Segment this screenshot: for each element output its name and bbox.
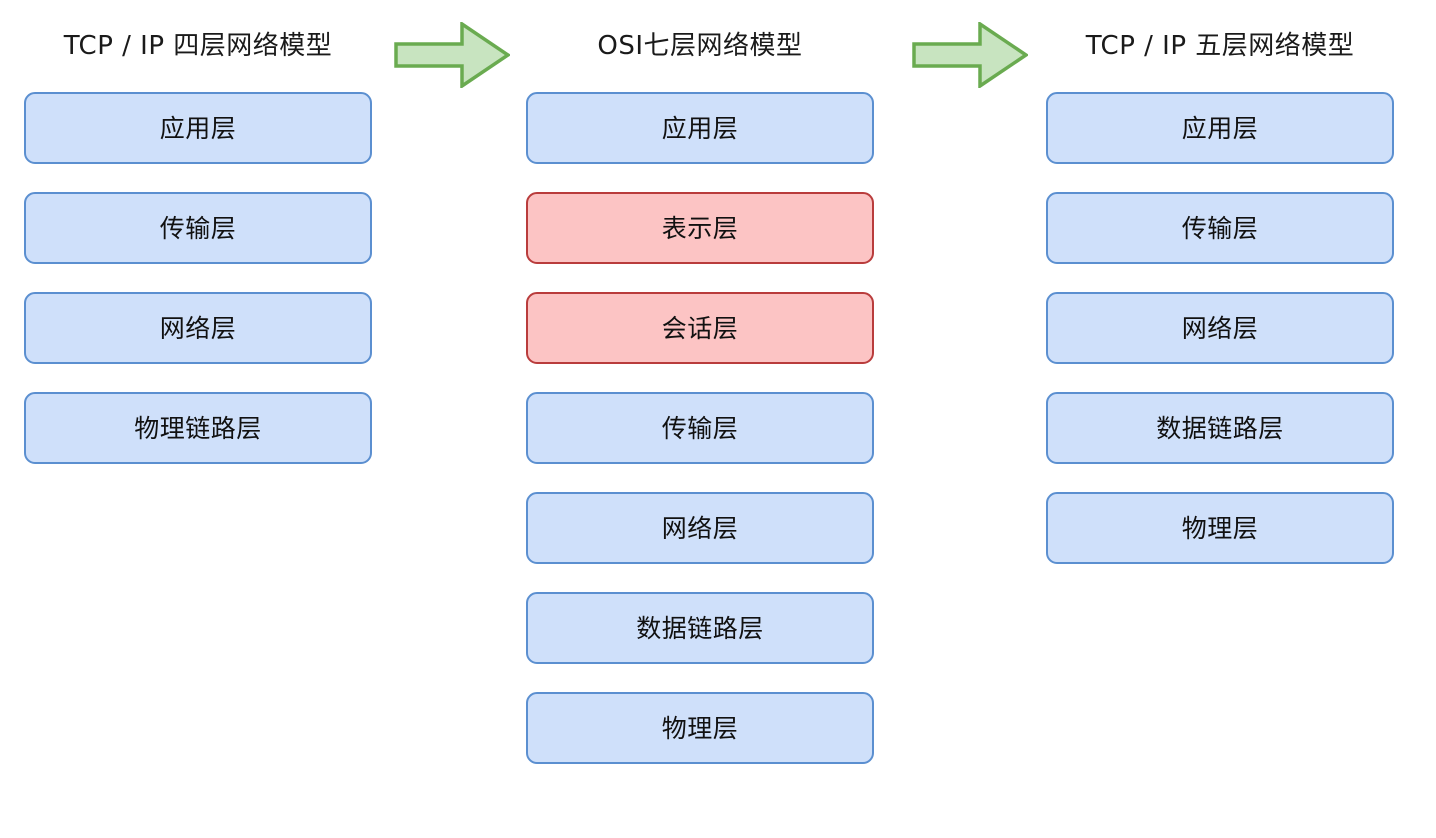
- layer-label: 物理层: [1181, 513, 1259, 543]
- layer-box[interactable]: 网络层: [24, 292, 372, 364]
- layer-label: 应用层: [1181, 113, 1259, 143]
- layer-box-highlighted[interactable]: 会话层: [526, 292, 874, 364]
- layer-box[interactable]: 数据链路层: [1046, 392, 1394, 464]
- layer-box-highlighted[interactable]: 表示层: [526, 192, 874, 264]
- layer-label: 物理链路层: [134, 413, 262, 443]
- layer-label: 网络层: [159, 313, 237, 343]
- layer-label: 数据链路层: [636, 613, 764, 643]
- layer-box[interactable]: 应用层: [1046, 92, 1394, 164]
- model-column-osi-seven-layer: OSI七层网络模型 应用层 表示层 会话层 传输层 网络层 数据链路层 物理层: [526, 0, 874, 792]
- layer-stack: 应用层 表示层 会话层 传输层 网络层 数据链路层 物理层: [526, 92, 874, 764]
- layer-label: 应用层: [159, 113, 237, 143]
- right-arrow-icon: [912, 22, 1028, 88]
- layer-box[interactable]: 应用层: [526, 92, 874, 164]
- model-column-tcpip-five-layer: TCP / IP 五层网络模型 应用层 传输层 网络层 数据链路层 物理层: [1046, 0, 1394, 592]
- column-title: OSI七层网络模型: [597, 31, 803, 61]
- layer-label: 传输层: [661, 413, 739, 443]
- layer-box[interactable]: 网络层: [1046, 292, 1394, 364]
- right-arrow-icon: [394, 22, 510, 88]
- layer-label: 物理层: [661, 713, 739, 743]
- layer-box[interactable]: 应用层: [24, 92, 372, 164]
- layer-stack: 应用层 传输层 网络层 数据链路层 物理层: [1046, 92, 1394, 564]
- model-column-tcpip-four-layer: TCP / IP 四层网络模型 应用层 传输层 网络层 物理链路层: [24, 0, 372, 492]
- layer-box[interactable]: 数据链路层: [526, 592, 874, 664]
- layer-box[interactable]: 物理链路层: [24, 392, 372, 464]
- layer-box[interactable]: 物理层: [1046, 492, 1394, 564]
- layer-box[interactable]: 物理层: [526, 692, 874, 764]
- layer-label: 传输层: [159, 213, 237, 243]
- layer-label: 表示层: [661, 213, 739, 243]
- layer-label: 应用层: [661, 113, 739, 143]
- column-title: TCP / IP 五层网络模型: [1085, 31, 1355, 61]
- layer-box[interactable]: 传输层: [526, 392, 874, 464]
- layer-label: 网络层: [1181, 313, 1259, 343]
- layer-label: 网络层: [661, 513, 739, 543]
- layer-label: 数据链路层: [1156, 413, 1284, 443]
- layer-box[interactable]: 传输层: [1046, 192, 1394, 264]
- layer-label: 会话层: [661, 313, 739, 343]
- column-title: TCP / IP 四层网络模型: [63, 31, 333, 61]
- layer-box[interactable]: 传输层: [24, 192, 372, 264]
- layer-box[interactable]: 网络层: [526, 492, 874, 564]
- layer-label: 传输层: [1181, 213, 1259, 243]
- layer-stack: 应用层 传输层 网络层 物理链路层: [24, 92, 372, 464]
